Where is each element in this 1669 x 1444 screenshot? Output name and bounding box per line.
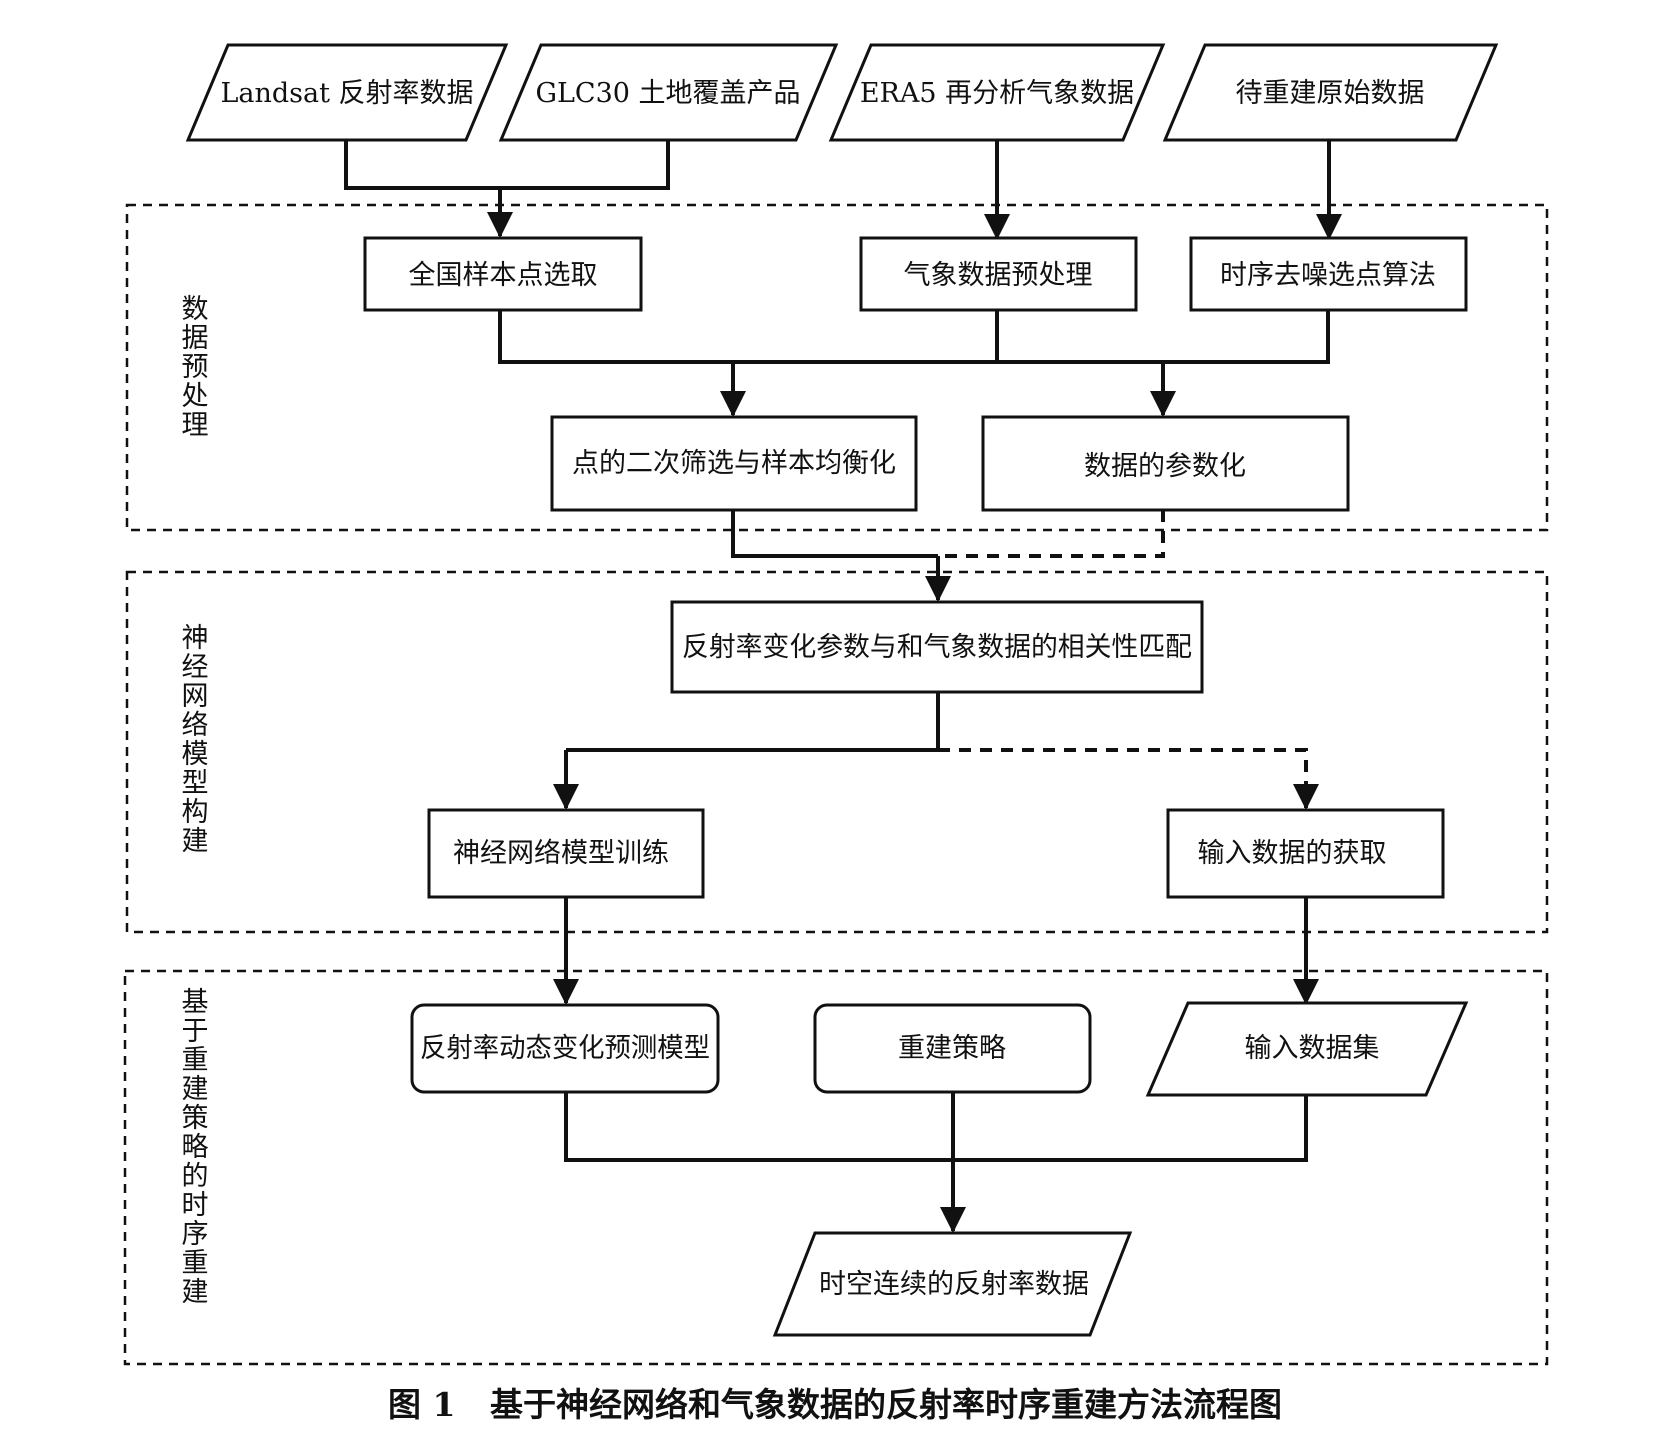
node-correlation-label: 反射率变化参数与和气象数据的相关性匹配 — [682, 632, 1192, 663]
node-prediction-model: 反射率动态变化预测模型 — [410, 1003, 720, 1094]
node-input-dataset: 输入数据集 — [1145, 1001, 1469, 1097]
input-era5-label: ERA5 再分析气象数据 — [860, 78, 1134, 109]
node-output-label: 时空连续的反射率数据 — [819, 1269, 1089, 1300]
group-label-text: 神经网络模型构建 — [182, 623, 209, 857]
node-sample-select-shape — [363, 236, 643, 312]
input-raw: 待重建原始数据 — [1162, 43, 1499, 142]
group-preprocess-box — [125, 203, 1549, 532]
node-output-shape — [772, 1231, 1133, 1337]
figure-caption: 图 1 基于神经网络和气象数据的反射率时序重建方法流程图 — [388, 1385, 1282, 1424]
node-secondary-filter: 点的二次筛选与样本均衡化 — [550, 415, 918, 512]
node-input-acquire-label: 输入数据的获取 — [1198, 838, 1387, 869]
node-strategy: 重建策略 — [813, 1003, 1092, 1094]
input-glc30-label: GLC30 土地覆盖产品 — [535, 78, 800, 109]
input-glc30: GLC30 土地覆盖产品 — [498, 43, 839, 142]
group-label-text: 数据预处理 — [182, 294, 209, 441]
input-raw-shape — [1162, 43, 1499, 142]
input-era5-shape — [828, 43, 1166, 142]
node-training-shape — [427, 808, 705, 899]
edge-preprocess-merge — [498, 310, 1330, 364]
node-input-dataset-label: 输入数据集 — [1245, 1033, 1380, 1064]
node-correlation: 反射率变化参数与和气象数据的相关性匹配 — [670, 600, 1204, 694]
node-prediction-model-shape — [410, 1003, 720, 1094]
group-reconstruct-box — [123, 969, 1549, 1366]
group-label-model: 神经网络模型构建 — [182, 623, 209, 857]
edges — [344, 140, 1342, 1233]
node-secondary-filter-label: 点的二次筛选与样本均衡化 — [572, 448, 896, 479]
edge-param-to-correlation — [938, 510, 1165, 558]
node-strategy-shape — [813, 1003, 1092, 1094]
node-meteo-preprocess: 气象数据预处理 — [859, 236, 1138, 312]
group-label-reconstruct: 基于重建策略的时序重建 — [182, 987, 209, 1308]
node-parameterize-label: 数据的参数化 — [1084, 451, 1246, 482]
edge-to-input-acquire — [938, 748, 1319, 810]
edge-landsat-glc-to-sample — [344, 140, 670, 190]
edge-reconstruct-merge — [564, 1092, 1308, 1162]
node-correlation-shape — [670, 600, 1204, 694]
edge-correlation-split — [566, 692, 940, 752]
node-meteo-preprocess-label: 气象数据预处理 — [904, 260, 1093, 291]
input-landsat-shape — [185, 43, 509, 142]
node-parameterize: 数据的参数化 — [981, 415, 1350, 512]
node-output: 时空连续的反射率数据 — [772, 1231, 1133, 1337]
group-label-text: 基于重建策略的时序重建 — [182, 987, 209, 1308]
node-sample-select-label: 全国样本点选取 — [409, 260, 598, 291]
node-strategy-label: 重建策略 — [898, 1033, 1006, 1064]
group-model-box — [125, 570, 1549, 934]
node-meteo-preprocess-shape — [859, 236, 1138, 312]
node-parameterize-shape — [981, 415, 1350, 512]
input-landsat: Landsat 反射率数据 — [185, 43, 509, 142]
node-input-dataset-shape — [1145, 1001, 1469, 1097]
node-secondary-filter-shape — [550, 415, 918, 512]
node-denoise-label: 时序去噪选点算法 — [1220, 260, 1436, 291]
node-denoise-shape — [1189, 236, 1468, 312]
node-input-acquire-shape — [1166, 808, 1445, 899]
node-training: 神经网络模型训练 — [427, 808, 705, 899]
node-prediction-model-label: 反射率动态变化预测模型 — [420, 1033, 710, 1064]
input-glc30-shape — [498, 43, 839, 142]
group-label-preprocess: 数据预处理 — [182, 294, 209, 441]
input-era5: ERA5 再分析气象数据 — [828, 43, 1166, 142]
node-training-label: 神经网络模型训练 — [453, 838, 669, 869]
node-sample-select: 全国样本点选取 — [363, 236, 643, 312]
node-input-acquire: 输入数据的获取 — [1166, 808, 1445, 899]
input-landsat-label: Landsat 反射率数据 — [220, 78, 473, 109]
edge-filter-to-correlation — [731, 510, 938, 558]
input-raw-label: 待重建原始数据 — [1236, 78, 1425, 109]
node-denoise: 时序去噪选点算法 — [1189, 236, 1468, 312]
